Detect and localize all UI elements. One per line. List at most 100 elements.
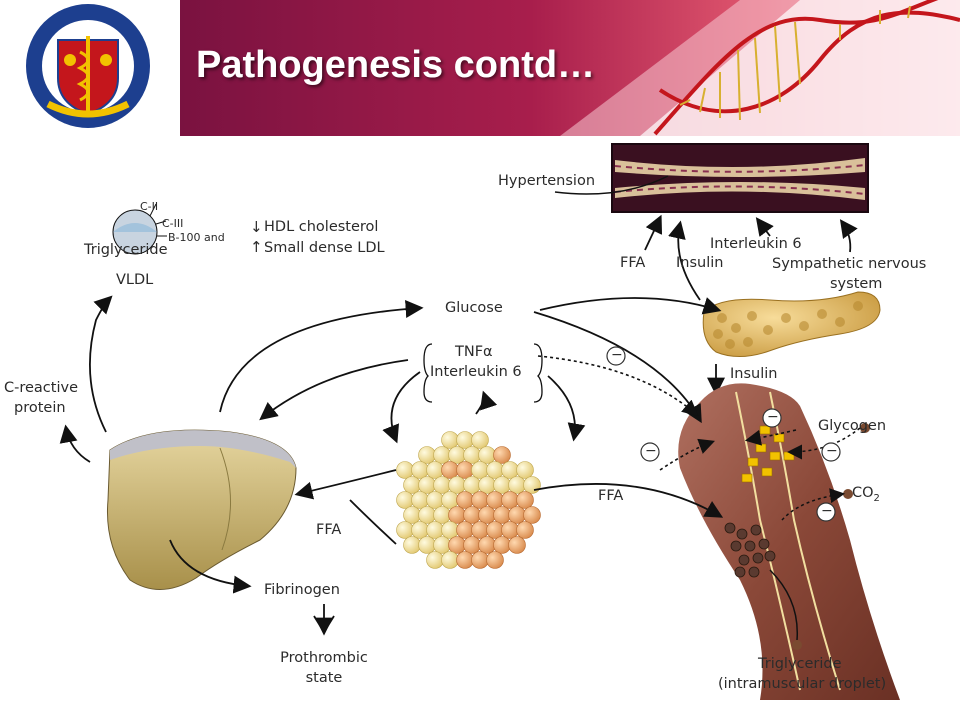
fat-cell	[418, 476, 436, 494]
label-insulin-top: Insulin	[676, 255, 724, 271]
label-ffa-top: FFA	[620, 255, 646, 271]
fat-cell	[418, 446, 436, 464]
label-insulin-pancreas: Insulin	[730, 366, 778, 382]
label-ffa-mid: FFA	[598, 488, 624, 504]
label-sympathetic: Sympathetic nervous	[772, 256, 927, 272]
fat-cell	[456, 431, 474, 449]
label-glucose: Glucose	[445, 300, 503, 316]
fat-cell	[471, 431, 489, 449]
label-interleukin6-mid: Interleukin 6	[430, 364, 522, 380]
fat-cell	[396, 521, 414, 539]
fat-cell	[486, 521, 504, 539]
fat-cell	[426, 491, 444, 509]
fat-cell	[456, 491, 474, 509]
fat-cell	[493, 446, 511, 464]
minus-sign: −	[645, 443, 657, 459]
label-sympathetic-system: system	[830, 276, 883, 292]
fat-cell	[448, 446, 466, 464]
fat-cell	[523, 476, 541, 494]
fat-cell	[433, 506, 451, 524]
fat-cell	[456, 521, 474, 539]
fat-cell	[418, 506, 436, 524]
label-crp: C-reactive	[4, 380, 78, 396]
label-prothrombic: Prothrombic	[280, 650, 368, 666]
fat-cell	[463, 536, 481, 554]
slide-title: Pathogenesis contd…	[196, 44, 596, 86]
label-prothrombic-state: state	[305, 670, 343, 686]
fat-cell	[501, 461, 519, 479]
label-small-ldl: Small dense LDL	[264, 240, 385, 256]
label-apo-b100: B-100 and	[168, 231, 225, 244]
minus-sign: −	[767, 409, 779, 425]
fat-cell	[448, 476, 466, 494]
fat-cell	[486, 461, 504, 479]
fat-cell	[411, 461, 429, 479]
label-crp-protein: protein	[14, 400, 66, 416]
fat-cell	[478, 446, 496, 464]
fat-cell	[448, 536, 466, 554]
fat-cell	[396, 491, 414, 509]
fat-cell	[478, 476, 496, 494]
fat-cell	[471, 461, 489, 479]
label-intramuscular-droplet: (intramuscular droplet)	[718, 676, 887, 692]
fat-cell	[396, 461, 414, 479]
fat-cell	[448, 506, 466, 524]
minus-sign: −	[611, 347, 623, 363]
fat-cell	[403, 536, 421, 554]
minus-sign: −	[826, 443, 838, 459]
label-glycogen: Glycogen	[818, 418, 887, 434]
fat-cell	[441, 431, 459, 449]
fat-cell	[411, 521, 429, 539]
fat-cell	[403, 506, 421, 524]
fat-cell	[523, 506, 541, 524]
fat-cell	[403, 476, 421, 494]
fat-cell	[456, 551, 474, 569]
fat-cell	[493, 476, 511, 494]
label-fibrinogen: Fibrinogen	[264, 582, 340, 598]
liver-icon	[107, 429, 297, 590]
fat-cell	[508, 476, 526, 494]
label-vldl: VLDL	[116, 272, 154, 288]
inhibition-icon	[640, 442, 660, 462]
fat-cell	[516, 491, 534, 509]
fat-cell	[478, 506, 496, 524]
fat-cell	[441, 551, 459, 569]
up-arrow-icon: ↑	[250, 238, 263, 256]
fat-cell	[433, 476, 451, 494]
blood-vessel-icon	[611, 143, 869, 213]
fat-cell	[486, 491, 504, 509]
fat-cell	[493, 506, 511, 524]
minus-sign: −	[821, 503, 833, 519]
fat-cell	[426, 551, 444, 569]
inhibition-icon	[606, 346, 626, 366]
fat-cell	[456, 461, 474, 479]
fat-cell	[508, 536, 526, 554]
fat-cell	[441, 461, 459, 479]
fat-cell	[516, 521, 534, 539]
fat-cell	[463, 446, 481, 464]
down-arrow-icon: ↓	[250, 218, 263, 236]
label-apo-c3: C-III	[162, 217, 184, 230]
fat-cell	[411, 491, 429, 509]
fat-cell	[471, 551, 489, 569]
fat-cell	[501, 491, 519, 509]
fat-cell	[463, 506, 481, 524]
fat-cell	[418, 536, 436, 554]
fat-cell	[471, 491, 489, 509]
vldl-particle-icon	[112, 203, 167, 255]
fat-cell	[493, 536, 511, 554]
inhibition-icon	[821, 442, 841, 462]
dna-helix-illustration	[653, 0, 960, 136]
fat-cell	[486, 551, 504, 569]
fat-cell	[433, 536, 451, 554]
fat-cell	[516, 461, 534, 479]
fat-cell	[508, 506, 526, 524]
label-ffa-liver: FFA	[316, 522, 342, 538]
inhibition-icon	[762, 408, 782, 428]
label-triglyceride-muscle: Triglyceride	[758, 656, 842, 672]
fat-cell	[426, 521, 444, 539]
label-triglyceride-vldl: Triglyceride	[84, 242, 168, 258]
label-apo-c2: C-II	[140, 200, 159, 213]
fat-cell	[501, 521, 519, 539]
